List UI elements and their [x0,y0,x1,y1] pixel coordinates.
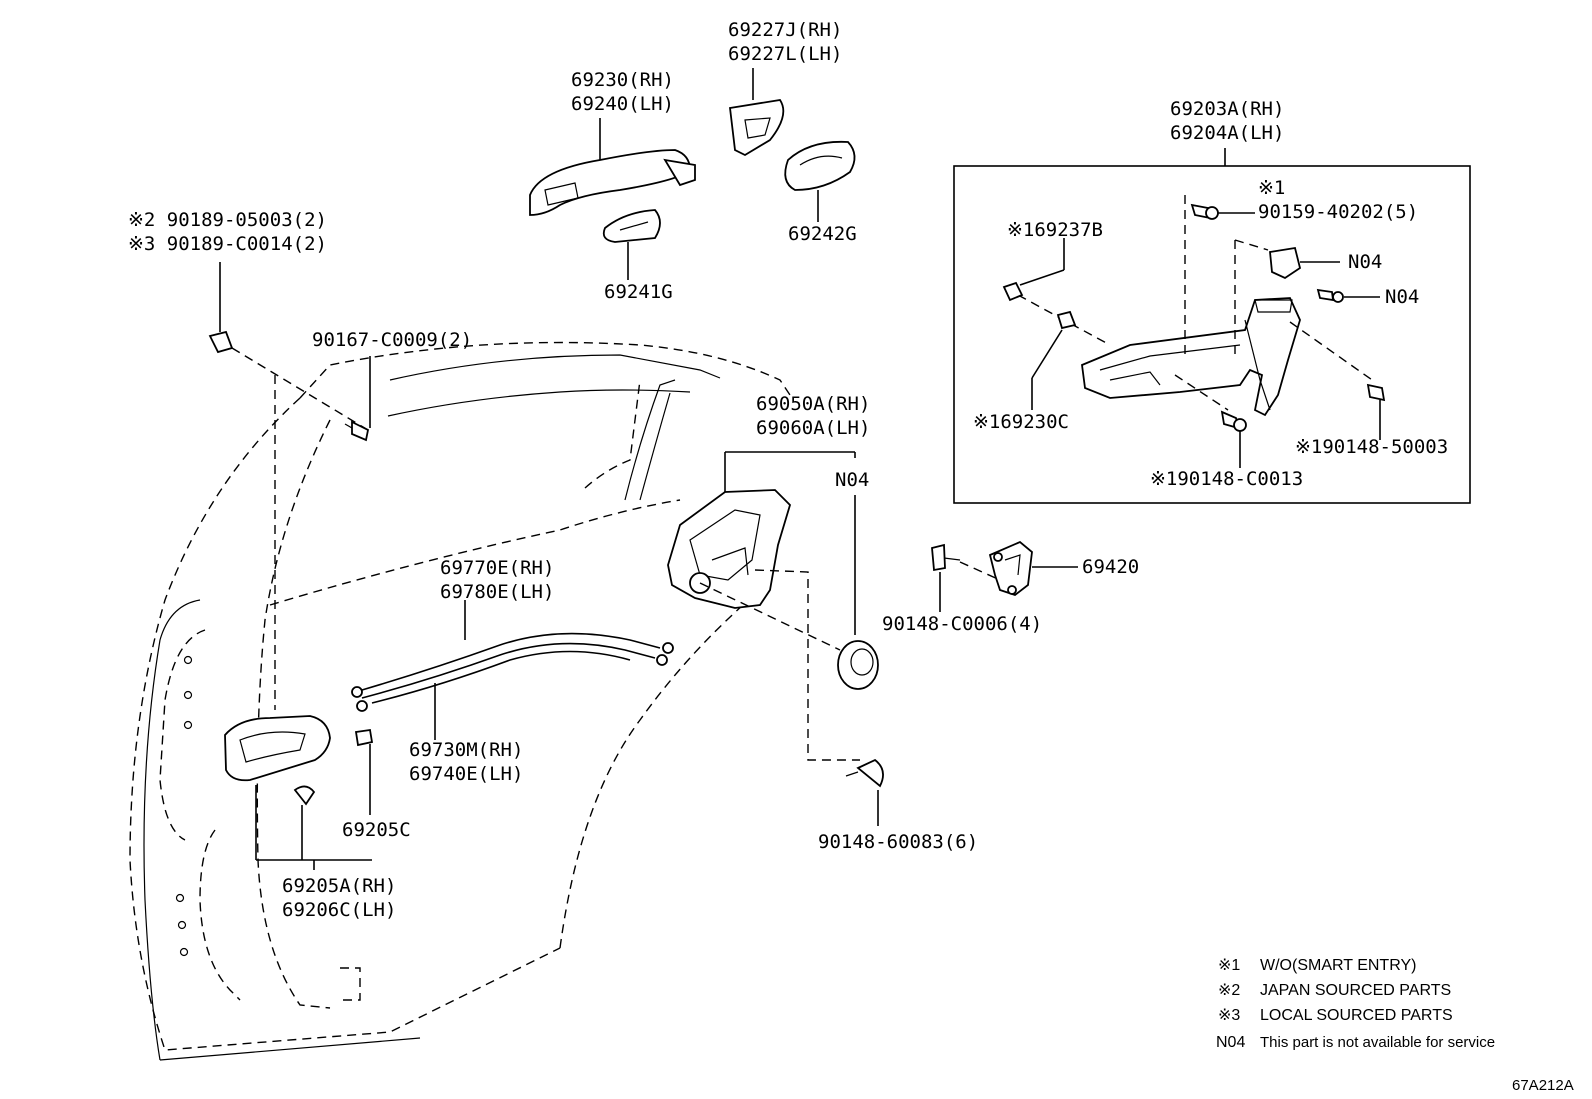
svg-text:69230(RH): 69230(RH) [571,69,674,91]
part-label-69205c: 69205C [342,819,411,841]
screw-90159-40202 [1190,203,1255,220]
door-outline [129,341,791,1061]
part-label-69050: 69050A(RH) 69060A(LH) [756,393,870,439]
part-label-90148-50003: ※190148-50003 [1295,436,1448,458]
svg-text:69203A(RH): 69203A(RH) [1170,98,1284,120]
part-label-69230c: ※169230C [973,411,1069,433]
door-lock-striker [931,540,1078,612]
svg-text:69060A(LH): 69060A(LH) [756,417,870,439]
screw-90148-50003 [1366,383,1386,440]
legend-mark-2: ※2 [1218,982,1240,999]
grommet-n04 [837,495,879,690]
legend-text-3: LOCAL SOURCED PARTS [1260,1007,1453,1024]
svg-text:69227J(RH): 69227J(RH) [728,19,842,41]
svg-text:69204A(LH): 69204A(LH) [1170,122,1284,144]
svg-text:※3 90189-C0014(2): ※3 90189-C0014(2) [128,233,327,255]
part-label-69227: 69227J(RH) 69227L(LH) [728,19,842,65]
legend: ※1 W/O(SMART ENTRY) ※2 JAPAN SOURCED PAR… [1216,957,1495,1051]
part-label-90148-c0013: ※190148-C0013 [1150,468,1303,490]
part-label-69242g: 69242G [788,223,857,245]
svg-text:69770E(RH): 69770E(RH) [440,557,554,579]
part-label-n04-screw: N04 [1385,286,1419,308]
bushing-69230c [1031,310,1077,410]
handle-pad-69241g [602,209,661,280]
svg-text:69240(LH): 69240(LH) [571,93,674,115]
outside-door-handle [529,118,696,216]
legend-text-2: JAPAN SOURCED PARTS [1260,982,1451,999]
part-label-69203: 69203A(RH) 69204A(LH) [1170,98,1284,144]
svg-text:90159-40202(5): 90159-40202(5) [1258,201,1418,223]
part-label-69241g: 69241G [604,281,673,303]
svg-text:69730M(RH): 69730M(RH) [409,739,523,761]
part-label-69770: 69770E(RH) 69780E(LH) [440,557,554,603]
handle-pad-69242g [784,140,856,222]
clip-90189 [208,262,369,710]
part-label-69230: 69230(RH) 69240(LH) [571,69,674,115]
svg-text:69227L(LH): 69227L(LH) [728,43,842,65]
legend-mark-3: ※3 [1218,1007,1240,1024]
svg-text:69205A(RH): 69205A(RH) [282,875,396,897]
part-label-90189: ※2 90189-05003(2) ※3 90189-C0014(2) [128,209,327,255]
legend-text-4: This part is not available for service [1260,1034,1495,1051]
door-lock-assembly [667,451,860,761]
svg-text:※2 90189-05003(2): ※2 90189-05003(2) [128,209,327,231]
part-label-69420: 69420 [1082,556,1139,578]
svg-text:69780E(LH): 69780E(LH) [440,581,554,603]
part-label-n04-grommet: N04 [835,469,869,491]
handle-frame-box [953,165,1471,504]
svg-text:※1: ※1 [1258,177,1285,199]
legend-mark-1: ※1 [1218,957,1240,974]
part-label-90148-60083: 90148-60083(6) [818,831,978,853]
screw-90148-c0013 [1220,410,1247,468]
svg-text:69740E(LH): 69740E(LH) [409,763,523,785]
block-n04 [1269,246,1340,280]
inside-door-handle [224,715,374,870]
part-label-90148-c0006: 90148-C0006(4) [882,613,1042,635]
legend-text-1: W/O(SMART ENTRY) [1260,957,1416,974]
screw-n04 [1316,288,1380,303]
figure-code: 67A212A [1512,1077,1574,1094]
part-label-90167: 90167-C0009(2) [312,329,472,351]
part-label-n04-block: N04 [1348,251,1382,273]
part-label-69205a: 69205A(RH) 69206C(LH) [282,875,396,921]
svg-text:69050A(RH): 69050A(RH) [756,393,870,415]
screw-90167 [344,356,371,442]
svg-text:69206C(LH): 69206C(LH) [282,899,396,921]
screw-90148-60083 [845,758,884,826]
part-label-69237b: ※169237B [1007,219,1103,241]
handle-cover-69227 [729,68,785,157]
legend-mark-4: N04 [1216,1034,1245,1051]
part-label-69730: 69730M(RH) 69740E(LH) [409,739,523,785]
part-label-90159: ※1 90159-40202(5) [1258,177,1418,223]
door-lock-cables [351,600,674,740]
nut-69237b [1002,238,1065,302]
